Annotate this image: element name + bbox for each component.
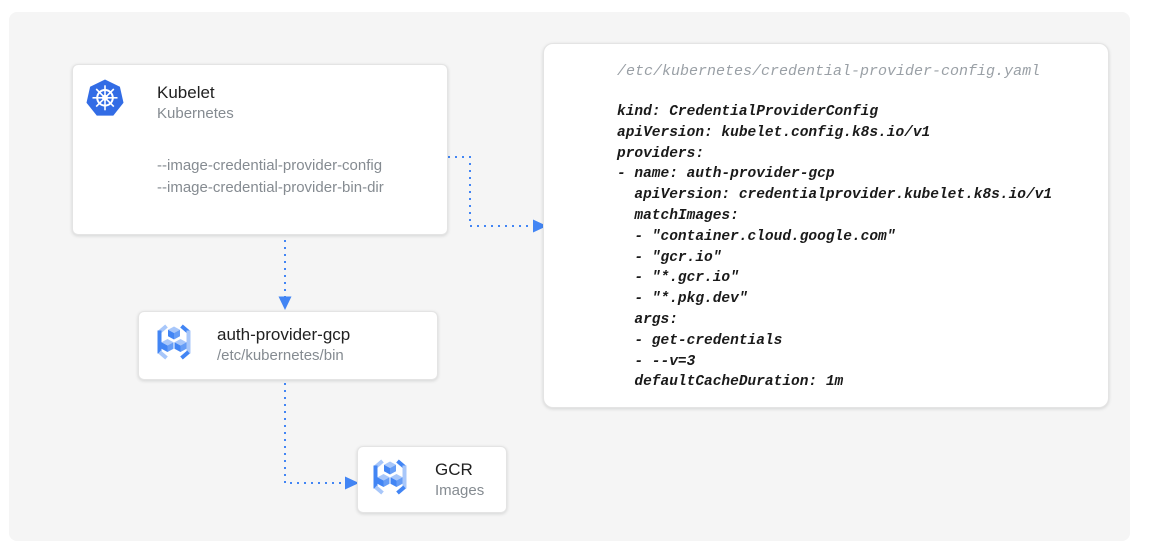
kubelet-card: Kubelet Kubernetes --image-credential-pr… [72,64,448,235]
kubelet-flag-bin-dir: --image-credential-provider-bin-dir [157,179,384,196]
kubelet-card-header: Kubelet Kubernetes [73,65,447,124]
gcr-brackets-cubes-icon [153,321,195,363]
gcr-title: GCR [435,460,473,479]
kubelet-subtitle: Kubernetes [157,105,234,122]
gcr-card: GCR Images [357,446,507,513]
credential-config-card: /etc/kubernetes/credential-provider-conf… [543,43,1109,408]
kubernetes-helm-icon [86,79,124,116]
auth-provider-card: auth-provider-gcp /etc/kubernetes/bin [138,311,438,380]
kubelet-flag-config: --image-credential-provider-config [157,157,383,174]
auth-provider-card-header: auth-provider-gcp /etc/kubernetes/bin [139,312,437,366]
auth-provider-title: auth-provider-gcp [217,325,351,344]
gcr-brackets-cubes-icon [369,456,411,498]
config-yaml-code: kind: CredentialProviderConfig apiVersio… [617,104,1053,391]
kubelet-flags: --image-credential-provider-config --ima… [157,155,447,199]
auth-provider-subtitle: /etc/kubernetes/bin [217,347,344,364]
gcr-subtitle: Images [435,482,485,499]
gcr-card-header: GCR Images [358,447,506,501]
config-file-path: /etc/kubernetes/credential-provider-conf… [617,63,1041,80]
kubelet-title: Kubelet [157,83,215,102]
